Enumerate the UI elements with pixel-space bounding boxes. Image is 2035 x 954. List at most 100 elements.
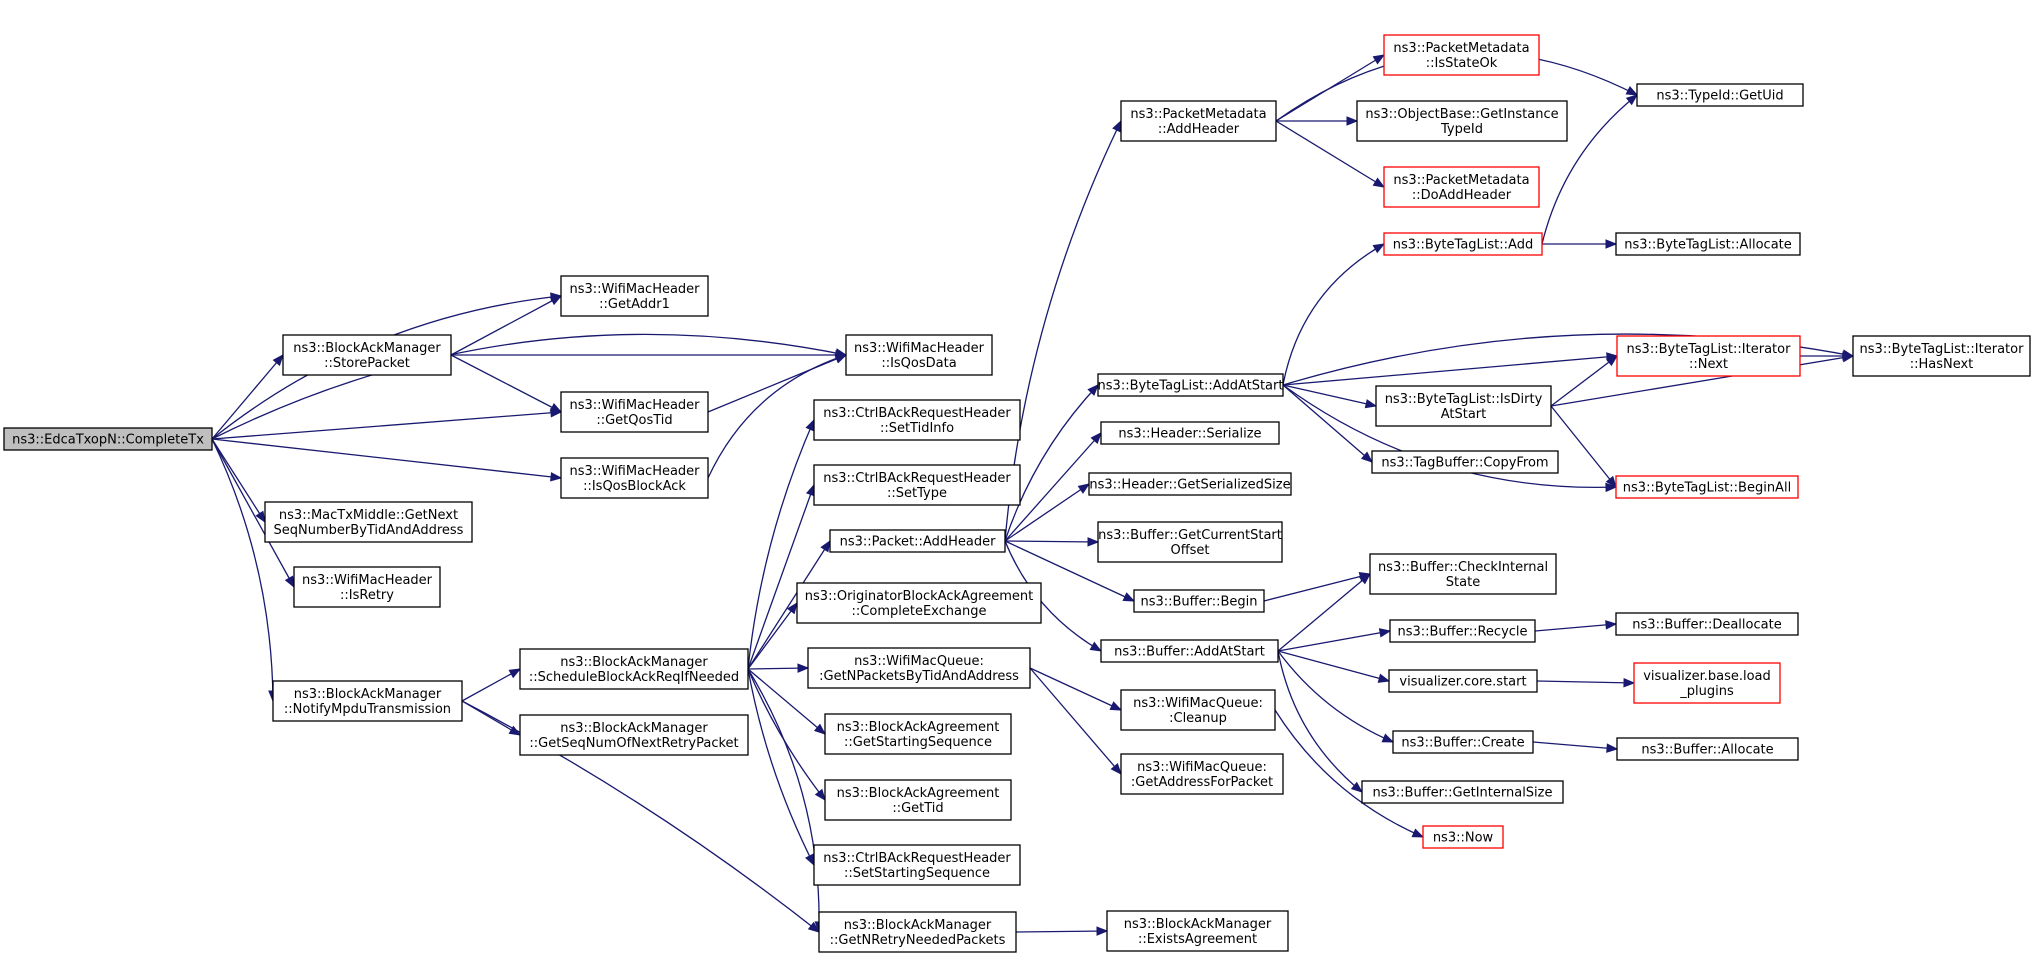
node-vis-base-load[interactable]: visualizer.base.load_plugins xyxy=(1633,662,1781,704)
edge-line xyxy=(1550,355,1618,407)
node-buffer-deallocate[interactable]: ns3::Buffer::Deallocate xyxy=(1615,612,1799,636)
node-box xyxy=(1616,335,1801,377)
node-header-serialize[interactable]: ns3::Header::Serialize xyxy=(1100,421,1280,445)
node-storepacket[interactable]: ns3::BlockAckManager::StorePacket xyxy=(282,334,452,376)
node-box xyxy=(1383,34,1540,76)
node-isqosdata[interactable]: ns3::WifiMacHeader::IsQosData xyxy=(845,334,993,376)
node-btl-iter-next[interactable]: ns3::ByteTagList::Iterator::Next xyxy=(1616,335,1801,377)
node-label: ns3::WifiMacHeader xyxy=(302,573,433,588)
node-box xyxy=(1852,335,2031,377)
edge-line xyxy=(707,354,847,479)
node-getnextseq[interactable]: ns3::MacTxMiddle::GetNextSeqNumberByTidA… xyxy=(264,501,473,543)
node-box xyxy=(1369,553,1557,595)
call-edge-btl_iter_next-to-btl_iter_hasnext xyxy=(1800,351,1855,361)
arrow-head-icon xyxy=(1372,177,1386,188)
arrow-head-icon xyxy=(1411,828,1425,838)
node-label: ns3::Header::Serialize xyxy=(1118,427,1261,442)
edge-line xyxy=(1282,243,1385,386)
node-box xyxy=(813,464,1021,506)
node-box xyxy=(1375,385,1552,427)
node-ns3-now[interactable]: ns3::Now xyxy=(1422,825,1504,849)
node-label: :GetNPacketsByTidAndAddress xyxy=(819,669,1019,684)
node-buffer-getinternalsize[interactable]: ns3::Buffer::GetInternalSize xyxy=(1361,780,1564,804)
node-label: ns3::CtrlBAckRequestHeader xyxy=(823,406,1011,421)
arrow-head-icon xyxy=(813,723,827,735)
node-label: ns3::BlockAckManager xyxy=(560,655,708,670)
call-edge-schedulebar-to-getnpackets xyxy=(747,663,810,673)
node-settype[interactable]: ns3::CtrlBAckRequestHeader::SetType xyxy=(813,464,1021,506)
node-tagbuffer-copyfrom[interactable]: ns3::TagBuffer::CopyFrom xyxy=(1371,450,1559,474)
node-btl-beginall[interactable]: ns3::ByteTagList::BeginAll xyxy=(1615,475,1799,499)
node-pm-addheader[interactable]: ns3::PacketMetadata::AddHeader xyxy=(1120,100,1277,142)
node-label: ns3::Buffer::Allocate xyxy=(1641,743,1773,758)
node-gettid[interactable]: ns3::BlockAckAgreement::GetTid xyxy=(824,779,1012,821)
node-label: ns3::Buffer::GetInternalSize xyxy=(1373,786,1553,801)
node-wmq-cleanup[interactable]: ns3::WifiMacQueue::Cleanup xyxy=(1120,689,1276,731)
node-vis-core-start[interactable]: visualizer.core.start xyxy=(1388,669,1538,693)
node-schedulebar[interactable]: ns3::BlockAckManager::ScheduleBlockAckRe… xyxy=(519,648,749,690)
node-buffer-create[interactable]: ns3::Buffer::Create xyxy=(1392,730,1534,754)
arrow-head-icon xyxy=(814,788,826,802)
node-buffer-begin[interactable]: ns3::Buffer::Begin xyxy=(1133,589,1265,613)
arrow-head-icon xyxy=(1606,743,1619,753)
node-header-getsersize[interactable]: ns3::Header::GetSerializedSize xyxy=(1088,472,1292,496)
node-box xyxy=(1371,450,1559,474)
node-btl-addatstart[interactable]: ns3::ByteTagList::AddAtStart xyxy=(1097,373,1284,397)
node-box xyxy=(1100,639,1279,663)
node-btl-allocate[interactable]: ns3::ByteTagList::Allocate xyxy=(1615,232,1801,256)
arrow-head-icon xyxy=(1077,483,1091,494)
node-btl-add[interactable]: ns3::ByteTagList::Add xyxy=(1383,232,1543,256)
node-pm-doaddheader[interactable]: ns3::PacketMetadata::DoAddHeader xyxy=(1383,166,1540,208)
node-label: ns3::BlockAckManager xyxy=(293,341,441,356)
node-box xyxy=(1100,421,1280,445)
node-setstartingseq[interactable]: ns3::CtrlBAckRequestHeader::SetStartingS… xyxy=(813,844,1021,886)
call-edge-schedulebar-to-setstartingseq xyxy=(747,668,815,867)
node-box xyxy=(829,529,1006,553)
node-wmq-getaddress[interactable]: ns3::WifiMacQueue::GetAddressForPacket xyxy=(1120,753,1284,795)
node-label: ns3::MacTxMiddle::GetNext xyxy=(279,508,458,523)
arrow-head-icon xyxy=(1346,116,1359,126)
node-notifympdu[interactable]: ns3::BlockAckManager::NotifyMpduTransmis… xyxy=(272,680,463,722)
node-existsagreement[interactable]: ns3::BlockAckManager::ExistsAgreement xyxy=(1106,910,1289,952)
node-btl-iter-hasnext[interactable]: ns3::ByteTagList::Iterator::HasNext xyxy=(1852,335,2031,377)
node-buffer-allocate[interactable]: ns3::Buffer::Allocate xyxy=(1616,737,1799,761)
arrow-head-icon xyxy=(1087,384,1099,396)
node-label: ::StorePacket xyxy=(324,356,410,371)
call-edge-btl_add-to-typeid_getuid xyxy=(1541,94,1639,245)
node-typeid-getuid[interactable]: ns3::TypeId::GetUid xyxy=(1636,83,1804,107)
node-box xyxy=(1120,753,1284,795)
node-getnretry[interactable]: ns3::BlockAckManager::GetNRetryNeededPac… xyxy=(818,911,1017,953)
node-label: ::IsQosBlockAck xyxy=(583,479,686,494)
call-edge-buffer_addatstart-to-buffer_checkinternal xyxy=(1277,573,1372,652)
node-buffer-recycle[interactable]: ns3::Buffer::Recycle xyxy=(1389,619,1536,643)
node-complete-tx[interactable]: ns3::EdcaTxopN::CompleteTx xyxy=(3,427,213,451)
node-getqostid[interactable]: ns3::WifiMacHeader::GetQosTid xyxy=(560,391,709,433)
node-settidinfo[interactable]: ns3::CtrlBAckRequestHeader::SetTidInfo xyxy=(813,399,1021,441)
node-isretry[interactable]: ns3::WifiMacHeader::IsRetry xyxy=(293,566,441,608)
node-getseqnumretry[interactable]: ns3::BlockAckManager::GetSeqNumOfNextRet… xyxy=(519,714,749,756)
node-label: ns3::Buffer::CheckInternal xyxy=(1378,560,1548,575)
node-getnpackets[interactable]: ns3::WifiMacQueue::GetNPacketsByTidAndAd… xyxy=(807,647,1031,689)
edge-line xyxy=(1004,540,1102,652)
arrow-head-icon xyxy=(805,418,815,432)
edge-line xyxy=(211,438,295,588)
arrow-head-icon xyxy=(1096,926,1109,936)
node-getaddr1[interactable]: ns3::WifiMacHeader::GetAddr1 xyxy=(560,275,709,317)
arrow-head-icon xyxy=(1089,641,1103,652)
node-completeexchange[interactable]: ns3::OriginatorBlockAckAgreement::Comple… xyxy=(796,582,1042,624)
node-buffer-addatstart[interactable]: ns3::Buffer::AddAtStart xyxy=(1100,639,1279,663)
call-edges xyxy=(211,51,1855,936)
node-addheader[interactable]: ns3::Packet::AddHeader xyxy=(829,529,1006,553)
call-edge-complete_tx-to-getqostid xyxy=(211,408,563,440)
node-box xyxy=(1615,232,1801,256)
node-getstartingseq[interactable]: ns3::BlockAckAgreement::GetStartingSeque… xyxy=(824,713,1012,755)
node-pm-isstateok[interactable]: ns3::PacketMetadata::IsStateOk xyxy=(1383,34,1540,76)
arrow-head-icon xyxy=(1372,54,1386,65)
node-isqosblockack[interactable]: ns3::WifiMacHeader::IsQosBlockAck xyxy=(560,457,709,499)
node-label: ::IsStateOk xyxy=(1426,56,1498,71)
call-edge-btl_isdirty-to-btl_beginall xyxy=(1550,405,1617,489)
